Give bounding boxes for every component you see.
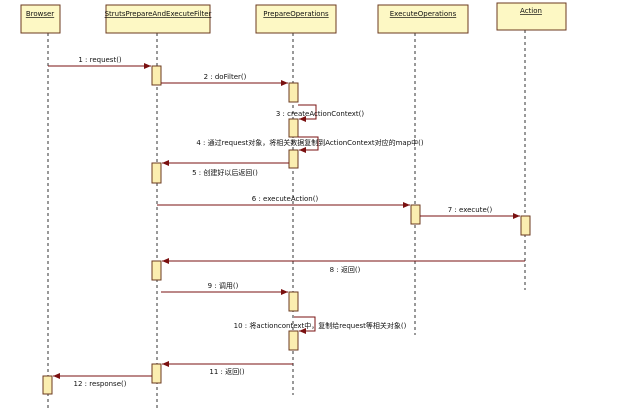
message-9[interactable]: 9 : 调用() (161, 281, 288, 295)
message-6[interactable]: 6 : executeAction() (157, 195, 410, 208)
message-label: 11 : 返回() (209, 368, 244, 376)
message-11[interactable]: 11 : 返回() (162, 361, 293, 376)
participant-label: Browser (26, 10, 54, 18)
activation (42, 375, 53, 395)
participant-label: ExecuteOperations (390, 10, 457, 18)
message-label: 10 : 将actioncontext中，复制给request等相关对象() (234, 321, 407, 330)
message-label: 12 : response() (74, 380, 127, 388)
message-label: 9 : 调用() (208, 281, 239, 290)
message-4[interactable]: 4 : 通过request对象，将相关数据复制到ActionContext对应的… (196, 136, 424, 153)
activation (520, 215, 531, 236)
participant-action[interactable]: Action (496, 2, 567, 31)
activation (151, 65, 162, 86)
message-label: 1 : request() (78, 56, 122, 64)
message-label: 8 : 返回() (330, 266, 361, 274)
participant-prepare-operations[interactable]: PrepareOperations (255, 4, 337, 34)
participant-label: Action (520, 7, 542, 15)
message-5[interactable]: 5 : 创建好以后返回() (162, 160, 289, 177)
activation (410, 204, 421, 225)
activation (288, 291, 299, 312)
participant-filter[interactable]: StrutsPrepareAndExecuteFilter (105, 4, 212, 34)
message-12[interactable]: 12 : response() (53, 373, 152, 388)
message-label: 6 : executeAction() (252, 195, 319, 203)
participant-browser[interactable]: Browser (20, 4, 61, 34)
message-label: 5 : 创建好以后返回() (192, 168, 258, 177)
activations (42, 65, 531, 395)
message-8[interactable]: 8 : 返回() (162, 258, 525, 274)
participant-label: PrepareOperations (263, 10, 329, 18)
message-7[interactable]: 7 : execute() (420, 206, 520, 219)
participant-execute-operations[interactable]: ExecuteOperations (377, 4, 469, 34)
message-label: 7 : execute() (448, 206, 493, 214)
message-10[interactable]: 10 : 将actioncontext中，复制给request等相关对象() (234, 316, 407, 334)
message-1[interactable]: 1 : request() (48, 56, 151, 69)
participant-label: StrutsPrepareAndExecuteFilter (105, 10, 212, 18)
message-2[interactable]: 2 : doFilter() (161, 73, 288, 86)
message-label: 4 : 通过request对象，将相关数据复制到ActionContext对应的… (196, 138, 423, 147)
message-3[interactable]: 3 : createActionContext() (276, 104, 365, 122)
activation (151, 260, 162, 281)
activation (288, 330, 299, 351)
message-label: 3 : createActionContext() (276, 110, 365, 118)
activation (151, 162, 162, 184)
message-label: 2 : doFilter() (204, 73, 247, 81)
activation (288, 82, 299, 103)
activation (288, 118, 299, 138)
activation (151, 363, 162, 384)
activation (288, 149, 299, 169)
